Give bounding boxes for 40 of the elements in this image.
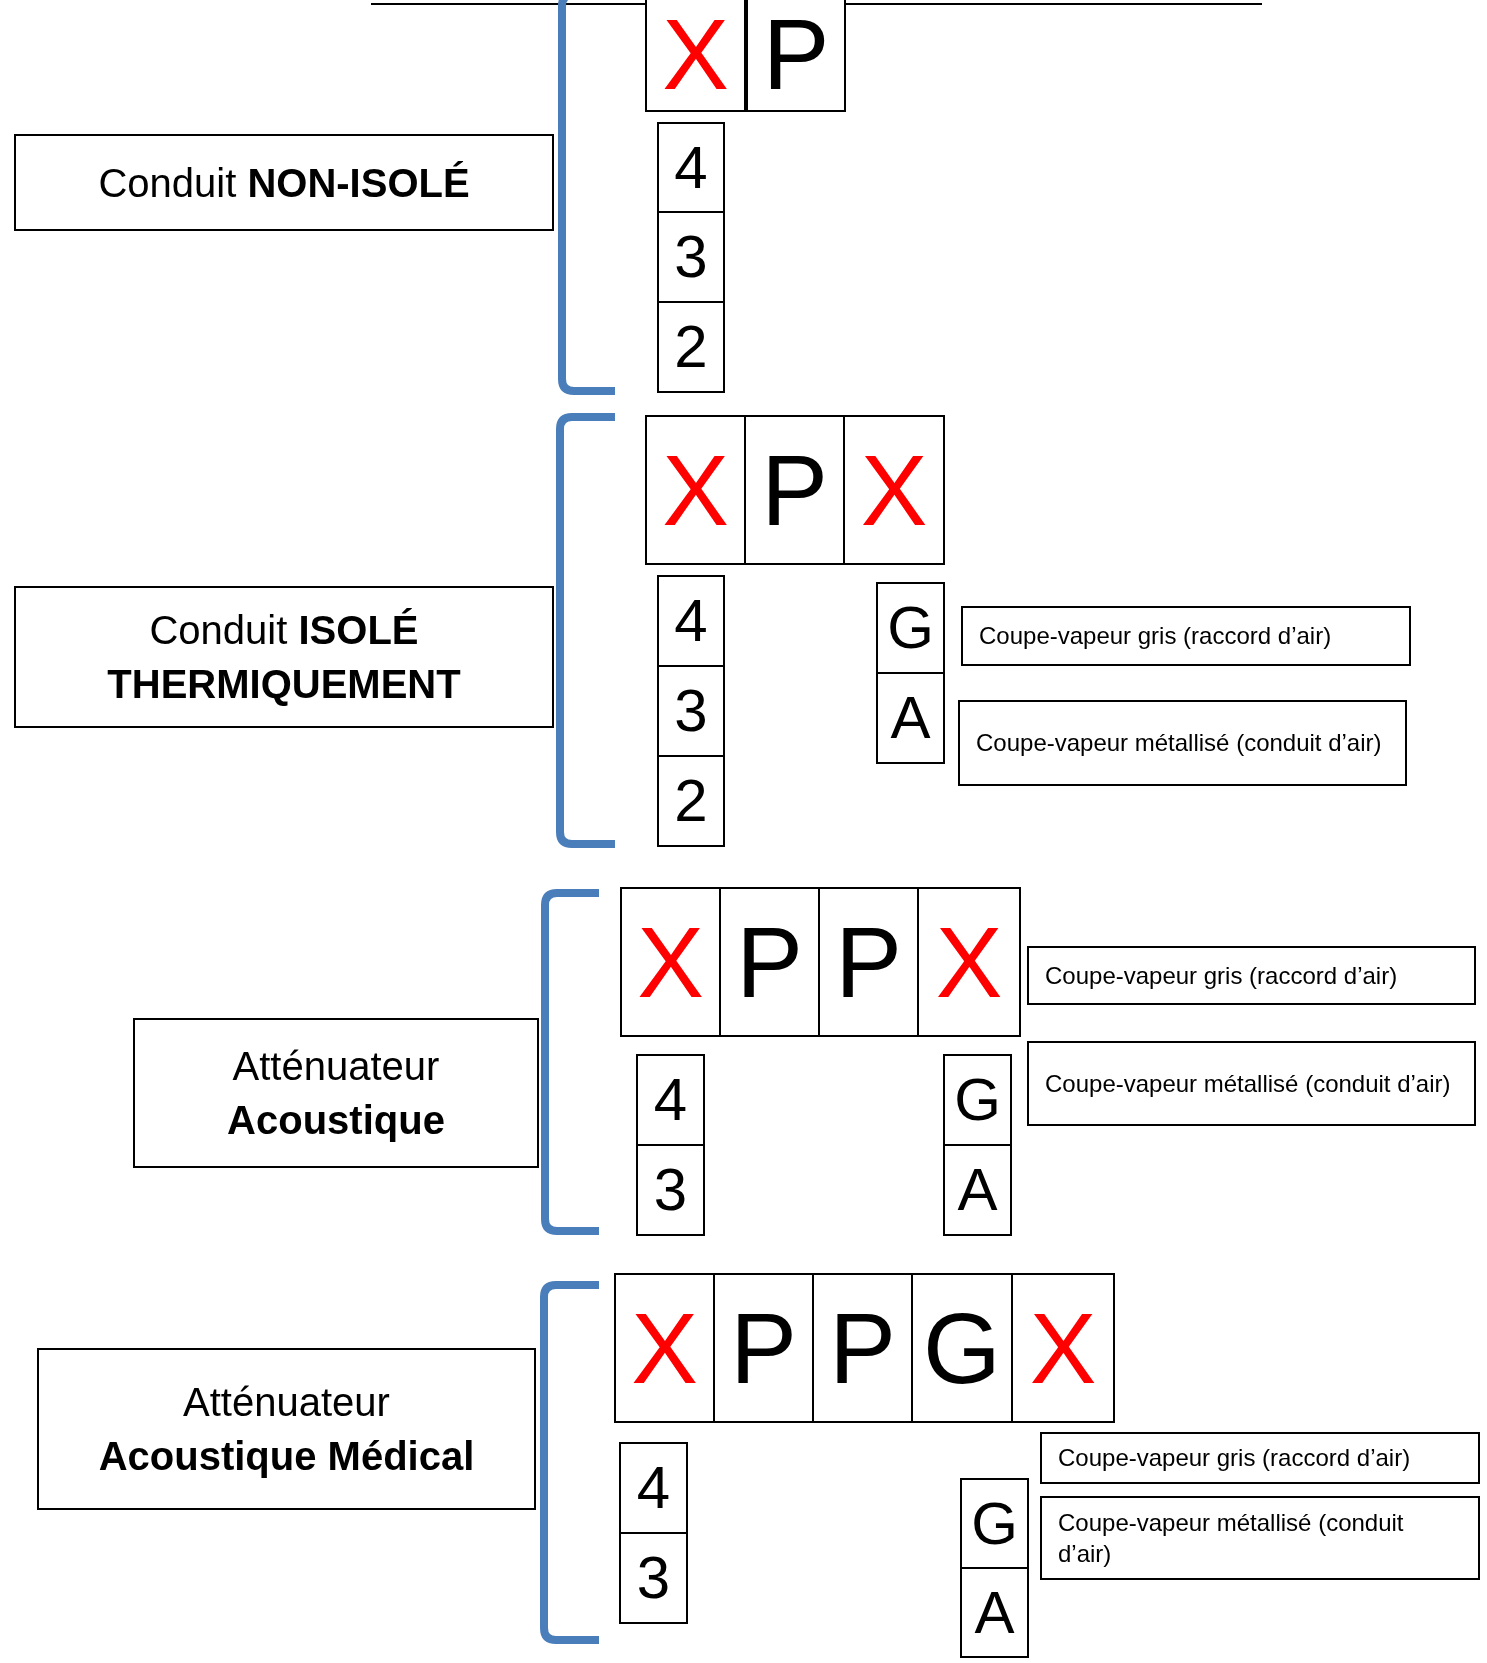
code-cell: G	[960, 1478, 1029, 1569]
code-cell: 4	[657, 122, 725, 213]
code-cell: 2	[657, 755, 725, 847]
code-cell: X	[620, 887, 721, 1037]
code-cell: P	[744, 415, 845, 565]
code-cell: A	[960, 1567, 1029, 1658]
code-cell: A	[943, 1144, 1012, 1236]
category-box: Conduit NON-ISOLÉ	[14, 134, 554, 231]
code-cell: 4	[619, 1442, 688, 1534]
code-cell: X	[645, 0, 746, 112]
code-cell: X	[843, 415, 945, 565]
code-cell: 4	[657, 575, 725, 667]
code-cell: G	[911, 1273, 1013, 1423]
code-cell: 4	[636, 1054, 705, 1146]
category-box: Conduit ISOLÉ THERMIQUEMENT	[14, 586, 554, 728]
code-cell: 3	[657, 211, 725, 303]
code-cell: P	[719, 887, 820, 1037]
code-cell: X	[645, 415, 746, 565]
code-cell: P	[746, 0, 846, 112]
code-cell: P	[713, 1273, 814, 1423]
code-cell: 2	[657, 301, 725, 393]
code-cell: X	[1011, 1273, 1115, 1423]
code-cell: P	[818, 887, 919, 1037]
code-cell: A	[876, 672, 945, 764]
note-box: Coupe-vapeur gris (raccord d’air)	[1040, 1432, 1480, 1484]
code-cell: P	[812, 1273, 913, 1423]
note-box: Coupe-vapeur gris (raccord d’air)	[961, 606, 1411, 666]
note-box: Coupe-vapeur gris (raccord d’air)	[1027, 946, 1476, 1005]
code-cell: G	[876, 582, 945, 674]
code-cell: 3	[619, 1532, 688, 1624]
code-cell: G	[943, 1054, 1012, 1146]
note-box: Coupe-vapeur métallisé (conduit d’air)	[958, 700, 1407, 786]
note-box: Coupe-vapeur métallisé (conduit d’air)	[1027, 1041, 1476, 1126]
category-box: Atténuateur Acoustique	[133, 1018, 539, 1168]
code-cell: 3	[636, 1144, 705, 1236]
code-cell: 3	[657, 665, 725, 757]
code-cell: X	[614, 1273, 715, 1423]
category-box: Atténuateur Acoustique Médical	[37, 1348, 536, 1510]
note-box: Coupe-vapeur métallisé (conduit d’air)	[1040, 1496, 1480, 1580]
code-cell: X	[917, 887, 1021, 1037]
